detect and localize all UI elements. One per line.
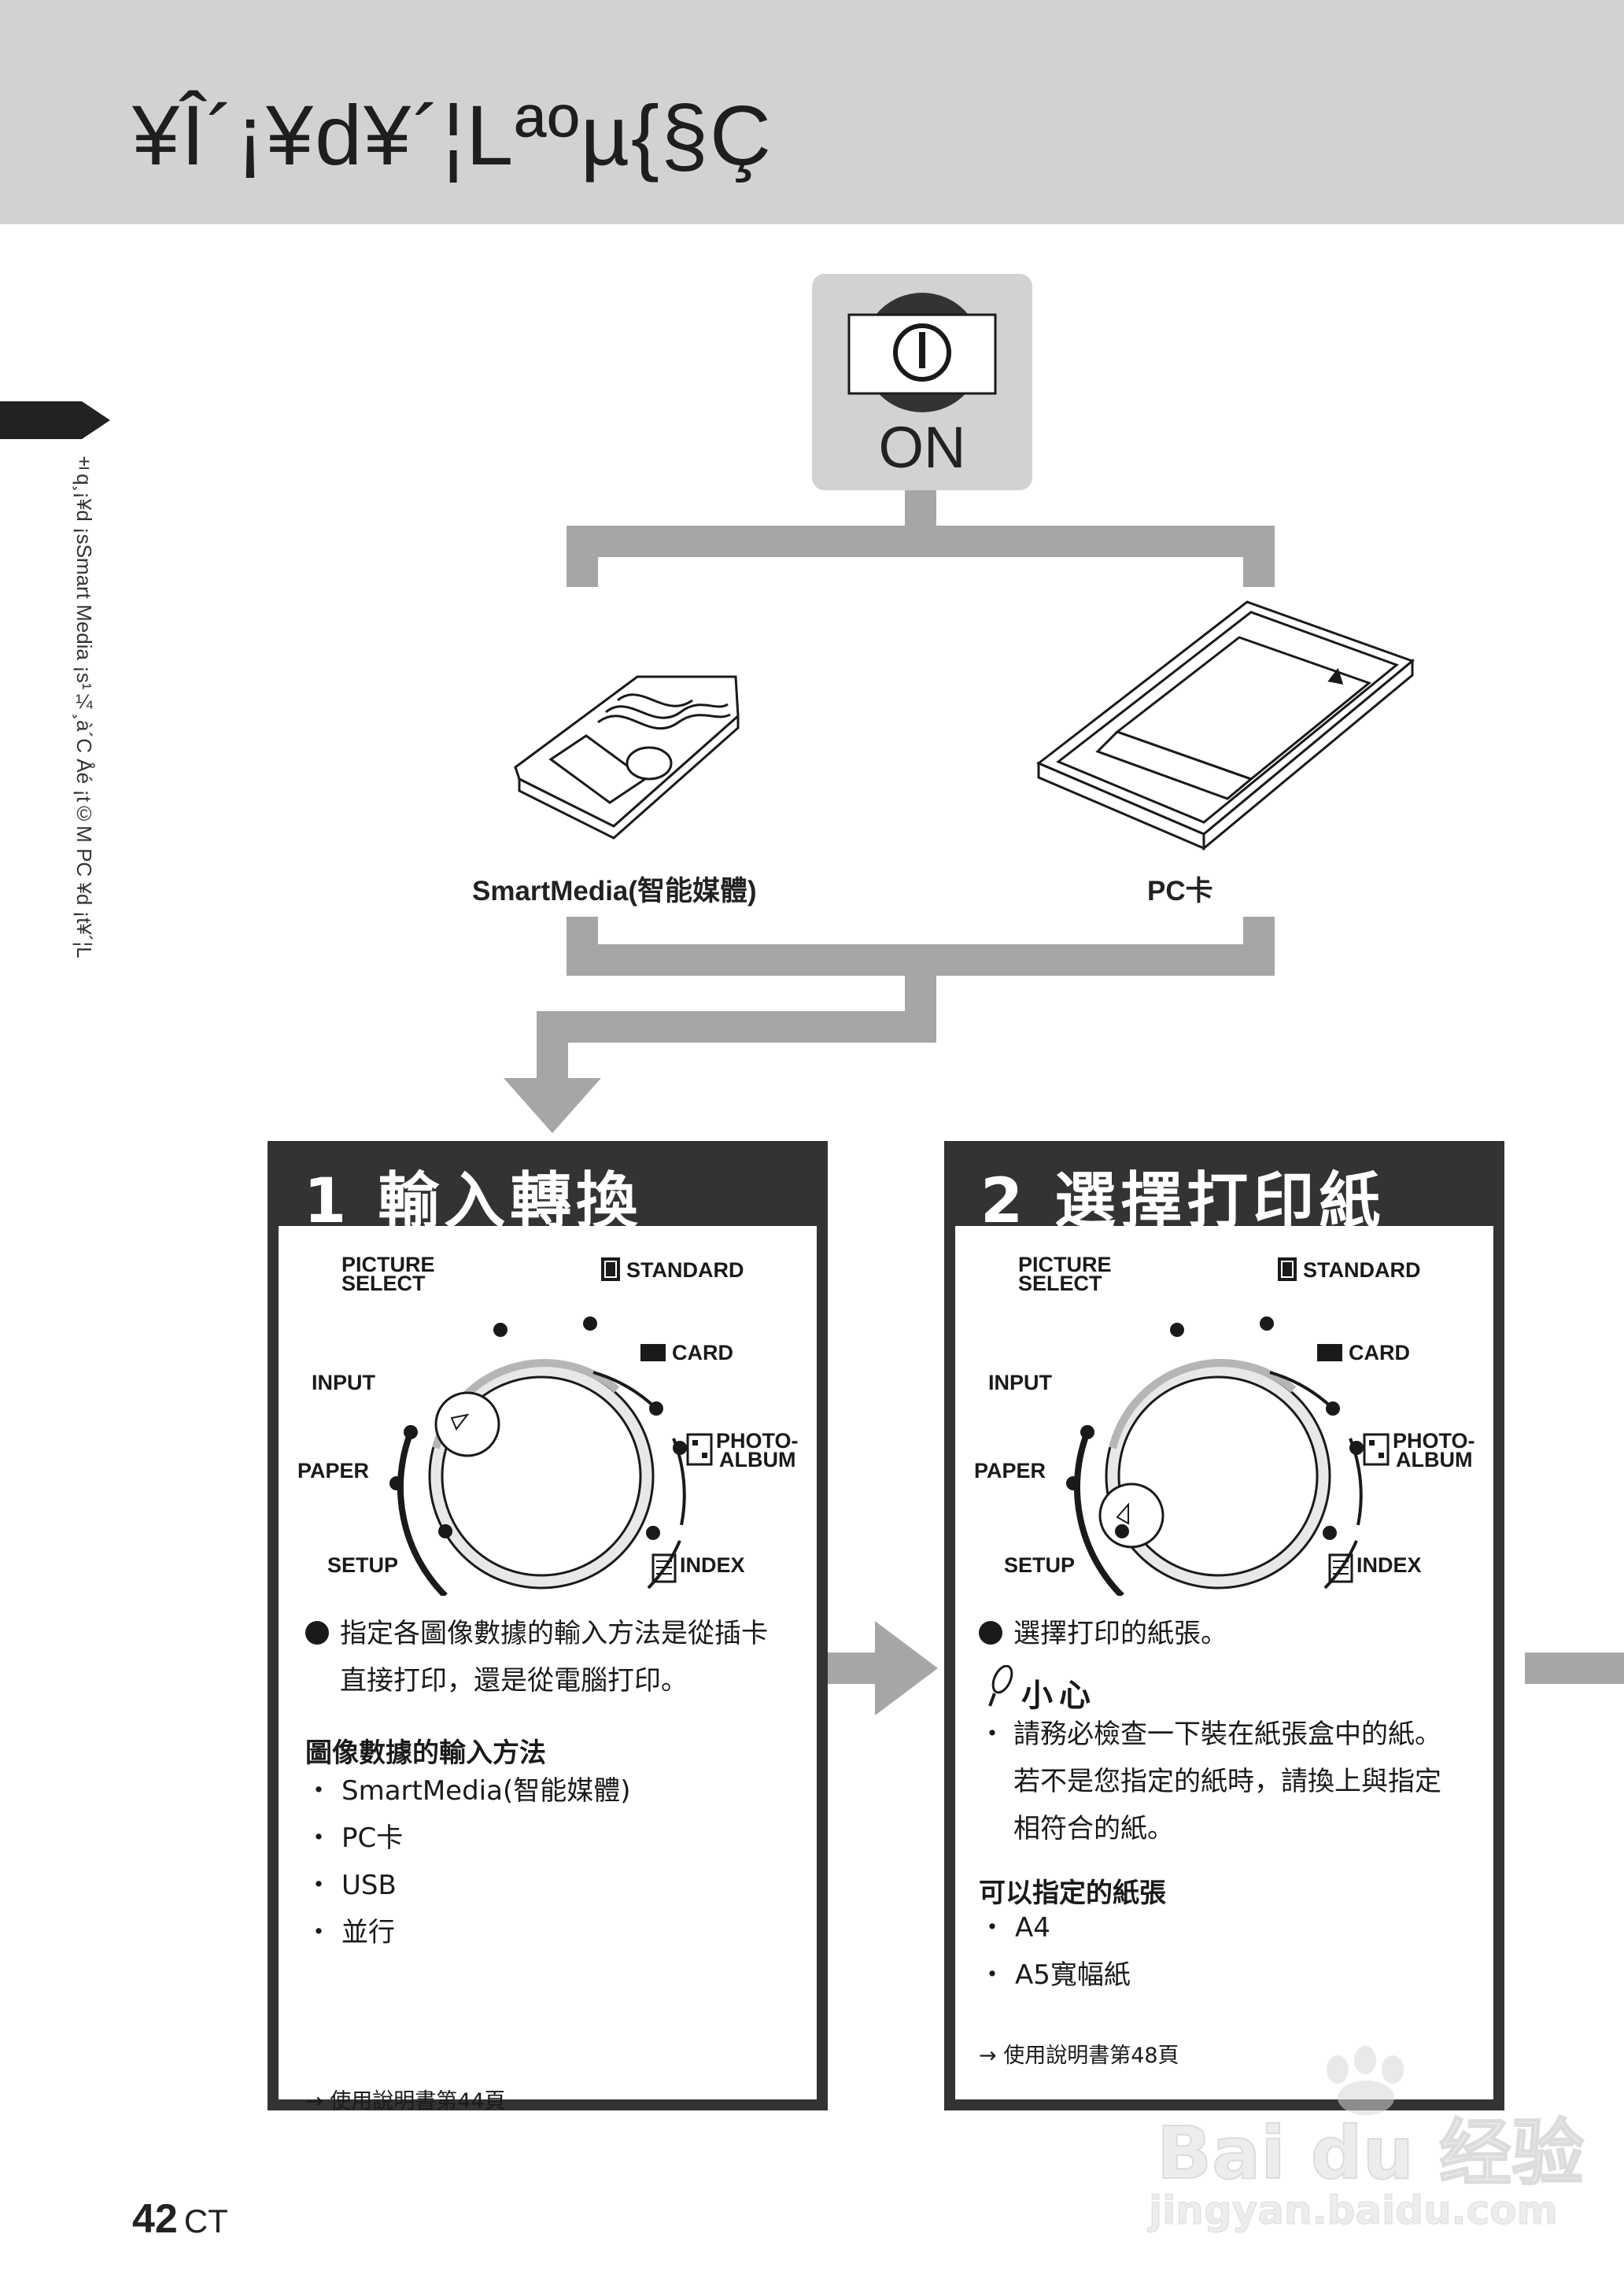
section-side-label: ±q¸¡¥d ¡sSmart Media ¡s¹¼¸à´C Åé ¡t©M PC…	[72, 450, 96, 958]
card-icon	[1317, 1344, 1342, 1361]
pc-card-label: PC卡	[1147, 876, 1213, 906]
step-2-description: 選擇打印的紙張。	[979, 1610, 1227, 1657]
dial-label-paper: PAPER	[297, 1459, 369, 1483]
power-on-indicator: ON	[812, 274, 1032, 490]
step-2-dial: PICTURE SELECT INPUT PAPER SETUP STANDAR…	[974, 1253, 1475, 1596]
step-1-body: PICTURE SELECT INPUT PAPER SETUP STANDAR…	[279, 1226, 817, 2114]
flow-diagram	[504, 490, 1415, 1133]
step-1-description: 指定各圖像數據的輸入方法是從插卡 直接打印，還是從電腦打印。	[305, 1610, 768, 1704]
page-title: ¥Î´¡¥d¥´¦Lªºµ{§Ç	[132, 87, 773, 183]
dial-label-card: CARD	[672, 1341, 733, 1364]
bullet-icon	[305, 1621, 329, 1645]
dial-label-card: CARD	[1349, 1341, 1410, 1364]
dial-label-setup: SETUP	[327, 1553, 398, 1577]
smartmedia-label: SmartMedia(智能媒體)	[472, 876, 757, 906]
card-icon	[640, 1344, 666, 1361]
step-1-desc-line1: 指定各圖像數據的輸入方法是從插卡	[340, 1618, 768, 1649]
dial-label-photo: PHOTO-	[1393, 1429, 1475, 1453]
step-1-dial: PICTURE SELECT INPUT PAPER SETUP STANDAR…	[297, 1253, 799, 1596]
paw-logo-icon	[1327, 2046, 1404, 2115]
dial-label-picture: PICTURE	[341, 1253, 435, 1276]
index-icon	[651, 1553, 677, 1583]
dial-label-select: SELECT	[341, 1272, 426, 1295]
dial-label-album: ALBUM	[719, 1448, 795, 1471]
pc-card-icon	[1036, 600, 1415, 851]
dial-label-standard: STANDARD	[1303, 1258, 1421, 1282]
list-item: ・USB	[305, 1870, 397, 1901]
list-item: ・A5寬幅紙	[979, 1959, 1131, 1991]
flow-arrow-continue	[1525, 1652, 1624, 1684]
watermark-brand: Bai du 经验	[1156, 2110, 1585, 2196]
power-on-label: ON	[878, 415, 966, 480]
smartmedia-card-icon	[514, 675, 740, 840]
section-tab-marker	[0, 401, 110, 439]
list-item: ・並行	[305, 1917, 395, 1948]
step-2-subtitle: 可以指定的紙張	[979, 1878, 1166, 1909]
dial-label-index: INDEX	[1356, 1553, 1422, 1577]
index-icon	[1328, 1553, 1353, 1583]
dial-label-input: INPUT	[312, 1371, 376, 1394]
step-1-reference: → 使用說明書第44頁	[305, 2089, 506, 2114]
flow-arrow-right-icon	[828, 1621, 938, 1715]
watermark-url: jingyan.baidu.com	[1149, 2188, 1559, 2234]
step-2-paper-list: ・A4 ・A5寬幅紙	[979, 1904, 1131, 1999]
step-1-panel: 1 輸入轉換	[268, 1141, 828, 2114]
step-1-desc-line2: 直接打印，還是從電腦打印。	[340, 1665, 688, 1697]
dial-label-photo: PHOTO-	[716, 1429, 799, 1453]
dial-arc-left	[1073, 1431, 1124, 1596]
caution-title: 小心	[1021, 1678, 1097, 1714]
list-item: ・A4	[979, 1912, 1050, 1944]
bullet-icon	[979, 1621, 1002, 1645]
step-1-input-list: ・SmartMedia(智能媒體) ・PC卡 ・USB ・並行	[305, 1767, 631, 1956]
step-1-title: 輸入轉換	[378, 1166, 643, 1237]
flow-connector-split	[567, 526, 1275, 557]
step-2-heading: 2 選擇打印紙	[980, 1152, 1385, 1240]
photo-album-icon	[686, 1433, 713, 1466]
photo-album-icon	[1363, 1433, 1390, 1466]
dial-label-album: ALBUM	[1396, 1448, 1472, 1471]
list-item: ・SmartMedia(智能媒體)	[305, 1775, 631, 1807]
step-2-title: 選擇打印紙	[1054, 1166, 1386, 1237]
step-1-heading: 1 輸入轉換	[304, 1152, 642, 1240]
step-1-subtitle: 圖像數據的輸入方法	[305, 1737, 546, 1769]
watermark: Bai du 经验 jingyan.baidu.com	[1149, 2046, 1585, 2251]
dial-arc-left	[397, 1431, 448, 1596]
caution-text: ・請務必檢查一下裝在紙張盒中的紙。 若不是您指定的紙時，請換上與指定 相符合的紙…	[979, 1719, 1441, 1844]
power-icon	[847, 293, 997, 412]
dial-knob-icon	[428, 1359, 655, 1590]
dial-label-standard: STANDARD	[626, 1258, 744, 1282]
dial-label-picture: PICTURE	[1018, 1253, 1112, 1276]
header-band	[0, 0, 1624, 224]
step-2-reference: → 使用說明書第48頁	[979, 2044, 1179, 2068]
caution-pen-icon	[988, 1665, 1013, 1707]
step-1-number: 1	[304, 1166, 352, 1237]
dial-knob-icon	[1098, 1359, 1331, 1590]
dial-dots	[1066, 1316, 1364, 1540]
dial-label-input: INPUT	[988, 1371, 1053, 1394]
dial-label-paper: PAPER	[974, 1459, 1046, 1483]
step-2-number: 2	[980, 1166, 1028, 1237]
dial-label-select: SELECT	[1018, 1272, 1102, 1295]
step-2-body: PICTURE SELECT INPUT PAPER SETUP STANDAR…	[955, 1226, 1493, 2099]
dial-label-index: INDEX	[680, 1553, 745, 1577]
dial-label-setup: SETUP	[1004, 1553, 1075, 1577]
flow-arrow-down-icon	[504, 1078, 601, 1133]
list-item: ・PC卡	[305, 1822, 404, 1854]
